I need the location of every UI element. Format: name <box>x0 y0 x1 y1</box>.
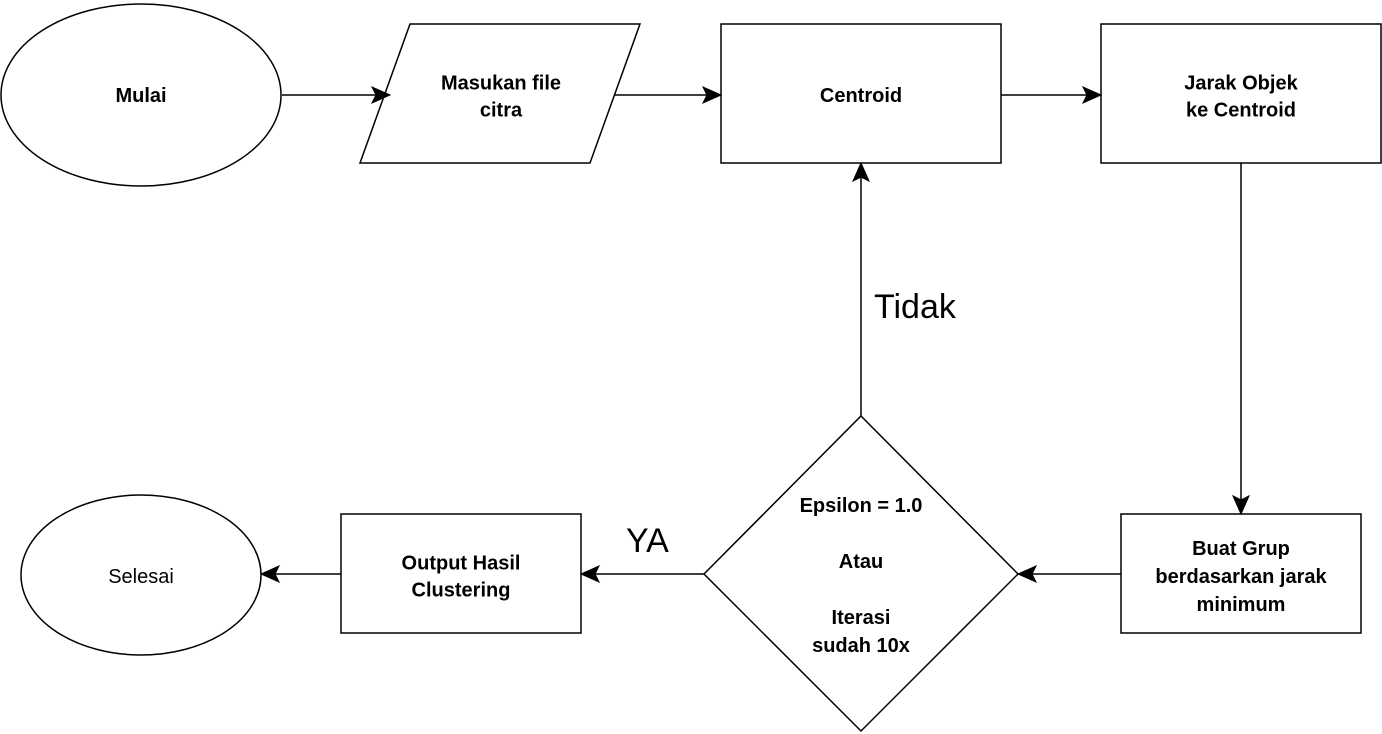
edge-output-to-end <box>259 564 341 584</box>
arrowhead <box>1081 85 1103 105</box>
edge-centroid-to-distance <box>1001 85 1103 105</box>
label-line: citra <box>480 100 523 122</box>
label-line: Jarak Objek <box>1184 73 1298 95</box>
start-label: Mulai <box>115 85 166 107</box>
edge-label-ya: YA <box>626 522 669 560</box>
label-line: Epsilon = 1.0 <box>800 495 923 517</box>
node-distance: Jarak Objek ke Centroid <box>1100 23 1382 164</box>
label-line: Output Hasil <box>402 553 521 575</box>
arrowhead <box>701 85 723 105</box>
arrowhead <box>259 564 281 584</box>
node-input-file: Masukan file citra <box>358 23 642 164</box>
label-line: minimum <box>1197 594 1286 616</box>
distance-label: Jarak Objek ke Centroid <box>1184 73 1298 122</box>
edge-input-to-centroid <box>614 85 723 105</box>
input-parallelogram-shape <box>358 23 642 164</box>
edge-grouping-to-decision <box>1016 564 1121 584</box>
edge-start-to-input <box>282 85 392 105</box>
end-terminal-shape <box>20 494 262 656</box>
label-line: Masukan file <box>441 73 561 95</box>
label-line: berdasarkan jarak <box>1155 566 1327 588</box>
input-file-label: Masukan file citra <box>441 73 561 122</box>
node-end: Selesai <box>20 494 262 656</box>
arrowhead <box>1016 564 1038 584</box>
label-line: Clustering <box>412 580 511 602</box>
edge-decision-to-output: YA <box>579 522 704 584</box>
label-line: ke Centroid <box>1186 100 1296 122</box>
decision-diamond-shape <box>702 414 1020 733</box>
arrowhead <box>579 564 601 584</box>
arrowhead <box>851 161 871 183</box>
label-line: sudah 10x <box>812 635 910 657</box>
label-line: Buat Grup <box>1192 538 1290 560</box>
label-line: Centroid <box>820 85 902 107</box>
centroid-label: Centroid <box>820 85 902 107</box>
arrowhead <box>1231 494 1251 516</box>
edge-label-tidak: Tidak <box>874 288 957 326</box>
label-line: Iterasi <box>832 607 891 629</box>
grouping-process-shape <box>1120 513 1362 634</box>
centroid-process-shape <box>720 23 1002 164</box>
node-grouping: Buat Grup berdasarkan jarak minimum <box>1120 513 1362 634</box>
end-label: Selesai <box>108 566 174 588</box>
label-line: Atau <box>839 551 883 573</box>
start-terminal-shape <box>0 3 282 187</box>
edge-decision-to-centroid: Tidak <box>851 161 957 416</box>
arrowhead <box>370 85 392 105</box>
node-start: Mulai <box>0 3 282 187</box>
label-line: Selesai <box>108 566 174 588</box>
grouping-label: Buat Grup berdasarkan jarak minimum <box>1155 538 1327 616</box>
node-centroid: Centroid <box>720 23 1002 164</box>
output-process-shape <box>340 513 582 634</box>
edge-distance-to-grouping <box>1231 163 1251 516</box>
label-line: Mulai <box>115 85 166 107</box>
